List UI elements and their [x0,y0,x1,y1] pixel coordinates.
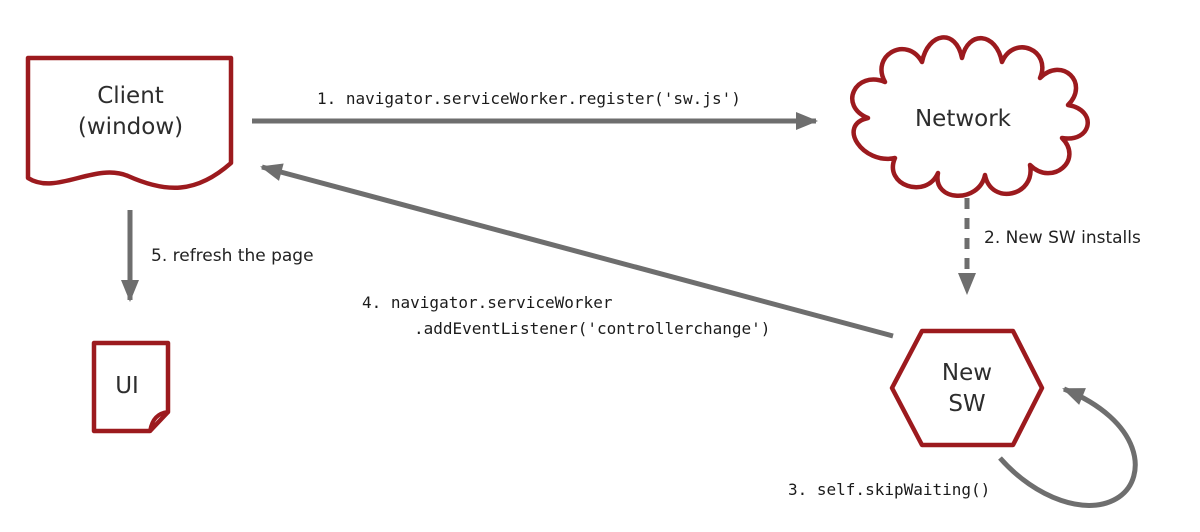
client-node-label: Client (window) [30,81,231,143]
new-sw-node-label: New SW [867,358,1067,420]
step4-label: 4. navigator.serviceWorker .addEventList… [362,290,770,342]
new-sw-hexagon-shape [889,328,1045,448]
step4-label-line2: .addEventListener('controllerchange') [414,319,771,338]
ui-note-shape [91,340,171,434]
step3-label: 3. self.skipWaiting() [788,480,991,499]
ui-node-label: UI [115,373,139,399]
step4-label-line1: 4. navigator.serviceWorker [362,293,613,312]
arrow-skipwaiting-loop [998,386,1138,508]
network-node-label: Network [914,106,1012,132]
arrow-controllerchange [260,163,894,339]
client-node-label-line2: (window) [77,114,184,140]
network-cloud-shape [850,35,1090,198]
step1-label: 1. navigator.serviceWorker.register('sw.… [317,89,741,108]
new-sw-node-label-line2: SW [948,391,986,417]
step5-label: 5. refresh the page [151,246,314,266]
client-document-shape [25,55,234,191]
step2-label: 2. New SW installs [984,228,1141,248]
client-node-label-line1: Client [97,83,164,109]
ui-note-fold [148,410,170,433]
new-sw-node-label-line1: New [941,360,993,386]
